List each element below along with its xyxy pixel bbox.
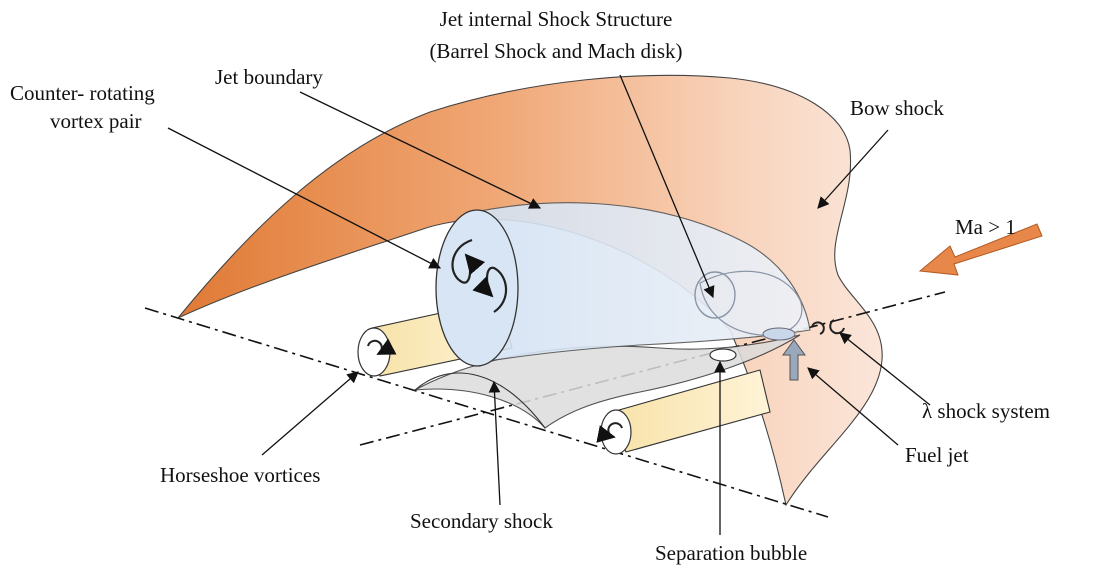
counter-rotating-vortex-left [451, 238, 486, 284]
leader-horseshoe [261, 371, 359, 456]
leader-fuel-jet [807, 367, 899, 446]
label-jet-internal-line2: (Barrel Shock and Mach disk) [429, 39, 682, 63]
horseshoe-vortex-end-left [357, 327, 391, 377]
inflow-arrow-icon [918, 223, 1043, 276]
leader-secondary-shock [488, 380, 501, 506]
leader-jet-boundary [299, 91, 542, 209]
fuel-jet-arrow [782, 339, 806, 381]
mach-disk [694, 271, 736, 319]
lambda-shock-icon [829, 319, 845, 335]
label-counter-rotating-line2: vortex pair [50, 109, 142, 133]
counter-rotating-vortex-right [472, 266, 508, 313]
label-horseshoe-vortices: Horseshoe vortices [160, 463, 320, 487]
leader-bow-shock [817, 129, 889, 209]
label-bow-shock: Bow shock [850, 96, 944, 120]
jet-plume [474, 202, 811, 363]
leader-counter-rotating [167, 127, 442, 269]
wall-line-upper [144, 307, 829, 518]
label-mach: Ma > 1 [955, 215, 1016, 239]
barrel-shock [699, 270, 803, 336]
separation-bubble [709, 348, 737, 362]
label-jet-boundary: Jet boundary [215, 65, 323, 89]
label-separation-bubble: Separation bubble [655, 541, 807, 565]
label-fuel-jet: Fuel jet [905, 443, 969, 467]
label-jet-internal-line1: Jet internal Shock Structure [440, 7, 673, 31]
rotation-icon [596, 422, 623, 443]
rotation-icon [367, 338, 397, 355]
label-secondary-shock: Secondary shock [410, 509, 553, 533]
label-lambda-shock: λ shock system [922, 399, 1050, 423]
jet-exit [762, 327, 796, 341]
horseshoe-vortex-end-lower [600, 409, 632, 455]
leader-jet-internal [619, 74, 715, 299]
label-counter-rotating-line1: Counter- rotating [10, 81, 155, 105]
secondary-shock-edge [414, 372, 546, 429]
lambda-shock-icon [811, 321, 825, 335]
leader-lambda-shock [839, 332, 931, 406]
